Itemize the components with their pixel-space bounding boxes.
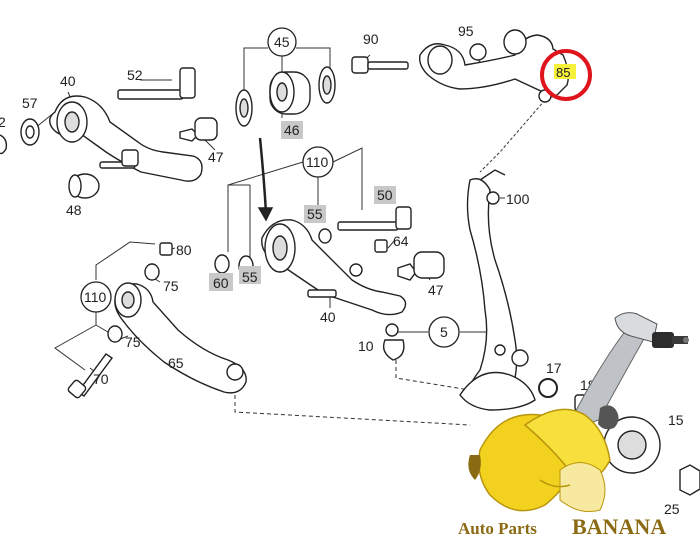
label-boxes xyxy=(209,121,396,291)
label-47-upper: 47 xyxy=(208,149,224,165)
label-70: 70 xyxy=(93,371,109,387)
label-55-top: 55 xyxy=(307,206,323,222)
highlight-85 xyxy=(540,49,592,101)
label-75-upper: 75 xyxy=(163,278,179,294)
label-65: 65 xyxy=(168,355,184,371)
label-110-top: 110 xyxy=(306,154,329,170)
label-40-upper: 40 xyxy=(60,73,76,89)
label-48: 48 xyxy=(66,202,82,218)
label-46: 46 xyxy=(284,122,300,138)
label-5: 5 xyxy=(440,324,448,340)
label-circles xyxy=(80,27,460,348)
part-drawings xyxy=(0,29,700,496)
label-95: 95 xyxy=(458,23,474,39)
label-85: 85 xyxy=(556,65,570,80)
label-100: 100 xyxy=(506,191,530,207)
banana-logo-icon xyxy=(468,408,611,513)
label-10: 10 xyxy=(358,338,374,354)
label-50: 50 xyxy=(377,187,393,203)
label-64: 64 xyxy=(393,233,409,249)
label-52: 52 xyxy=(127,67,143,83)
label-110-left: 110 xyxy=(84,289,107,305)
brand-prefix: Auto Parts xyxy=(458,519,537,538)
label-80: 80 xyxy=(176,242,192,258)
label-15: 15 xyxy=(668,412,684,428)
label-60: 60 xyxy=(213,275,229,291)
label-45: 45 xyxy=(274,34,290,50)
label-55-bottom: 55 xyxy=(242,269,258,285)
control-arm-photo xyxy=(565,312,689,431)
brand-name: BANANA xyxy=(572,514,666,539)
label-25: 25 xyxy=(664,501,680,517)
label-90: 90 xyxy=(363,31,379,47)
brand-watermark: Auto Parts BANANA xyxy=(458,312,689,539)
label-75-lower: 75 xyxy=(125,334,141,350)
label-40-mid: 40 xyxy=(320,309,336,325)
label-17: 17 xyxy=(546,360,562,376)
label-57: 57 xyxy=(22,95,38,111)
label-2: 2 xyxy=(0,114,6,130)
label-47-mid: 47 xyxy=(428,282,444,298)
part-labels: 2 57 40 52 48 47 45 46 90 95 85 110 55 5… xyxy=(0,23,684,517)
